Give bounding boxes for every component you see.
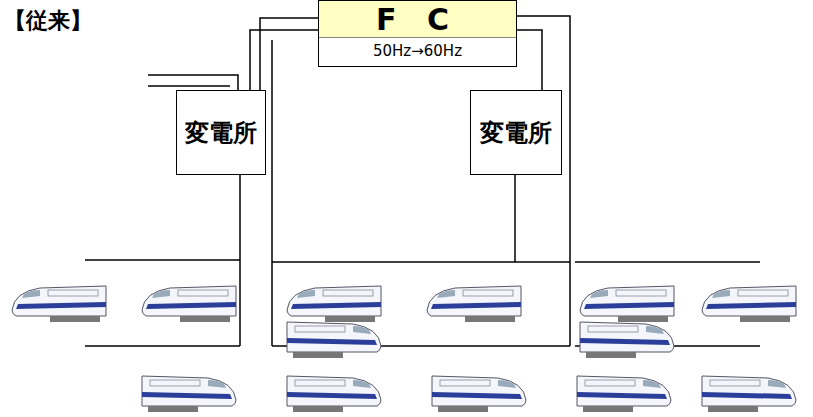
power-line [250, 30, 318, 90]
substation-box: 変電所 [176, 90, 266, 175]
title-band: F C [319, 1, 516, 38]
node-title: 変電所 [185, 117, 257, 149]
node-title: F C [376, 2, 459, 37]
title-label: 【従来】 [4, 6, 92, 36]
node-title: 変電所 [480, 117, 552, 149]
node-subtitle: 50Hz→60Hz [373, 42, 462, 60]
frequency-converter-box: F C 50Hz→60Hz [318, 0, 517, 67]
power-line [260, 18, 318, 90]
power-line [517, 30, 542, 90]
substation-box: 変電所 [470, 90, 562, 175]
